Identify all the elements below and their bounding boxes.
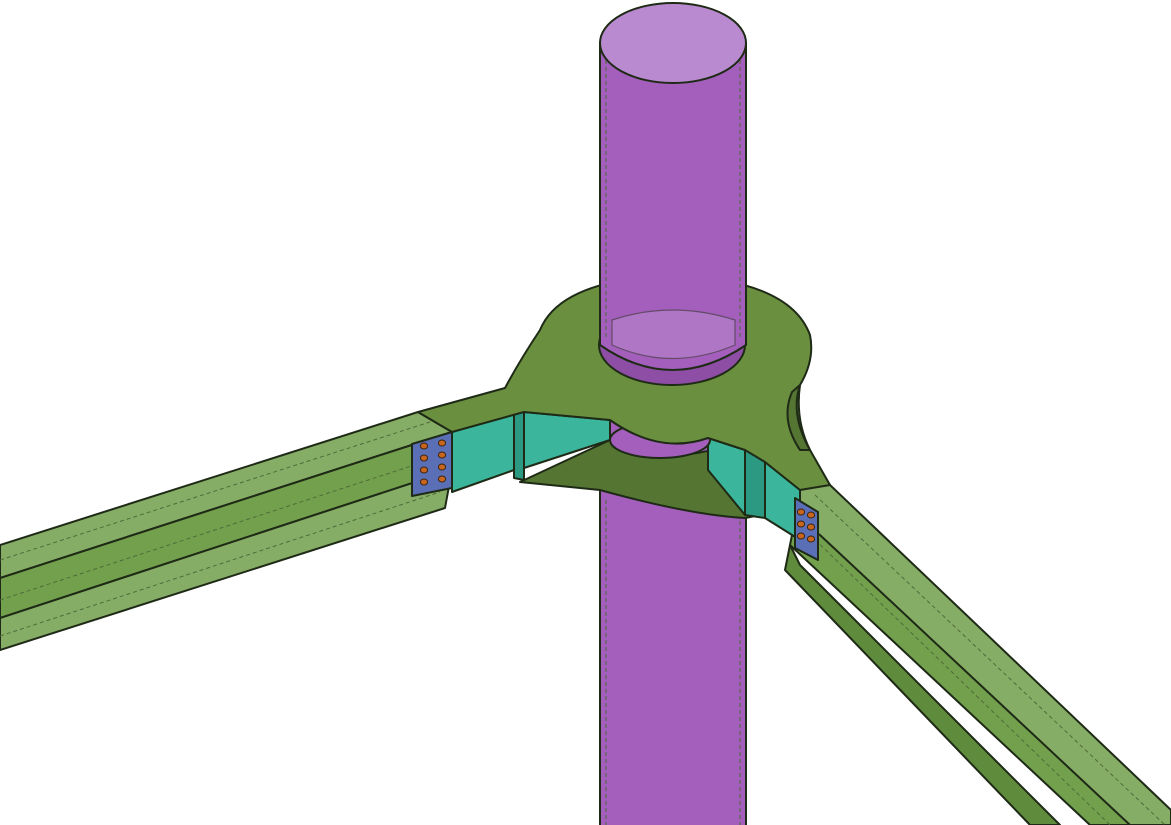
bolt (796, 508, 806, 516)
top-ring-plate-edge (786, 384, 811, 451)
column-upper (599, 2, 747, 371)
left-splice-plate-group (411, 431, 453, 497)
right-beam-web (789, 519, 1131, 825)
right-splice-plate-group (794, 497, 819, 561)
bolt (796, 520, 806, 528)
bolt (806, 511, 816, 519)
bolt (437, 451, 447, 459)
bolt (419, 478, 429, 486)
bolt (419, 454, 429, 462)
right-beam (784, 479, 1171, 825)
bolt (437, 475, 447, 483)
bolt (437, 439, 447, 447)
bolt (419, 466, 429, 474)
bolt (419, 442, 429, 450)
left-splice-plate (411, 431, 453, 497)
bolt (437, 463, 447, 471)
left-splice-bolts (419, 439, 447, 486)
left-beam-bottom-flange (0, 469, 453, 651)
stiffener-left-inner (513, 411, 525, 481)
bolt (796, 532, 806, 540)
bolt (806, 523, 816, 531)
column-top-cap (599, 2, 747, 84)
column-upper-body (599, 41, 747, 371)
bolt (806, 535, 816, 543)
column-inner-wall (611, 309, 736, 360)
right-beam-bottom-flange (784, 544, 1061, 825)
right-splice-bolts (796, 508, 816, 543)
left-beam (0, 411, 453, 651)
